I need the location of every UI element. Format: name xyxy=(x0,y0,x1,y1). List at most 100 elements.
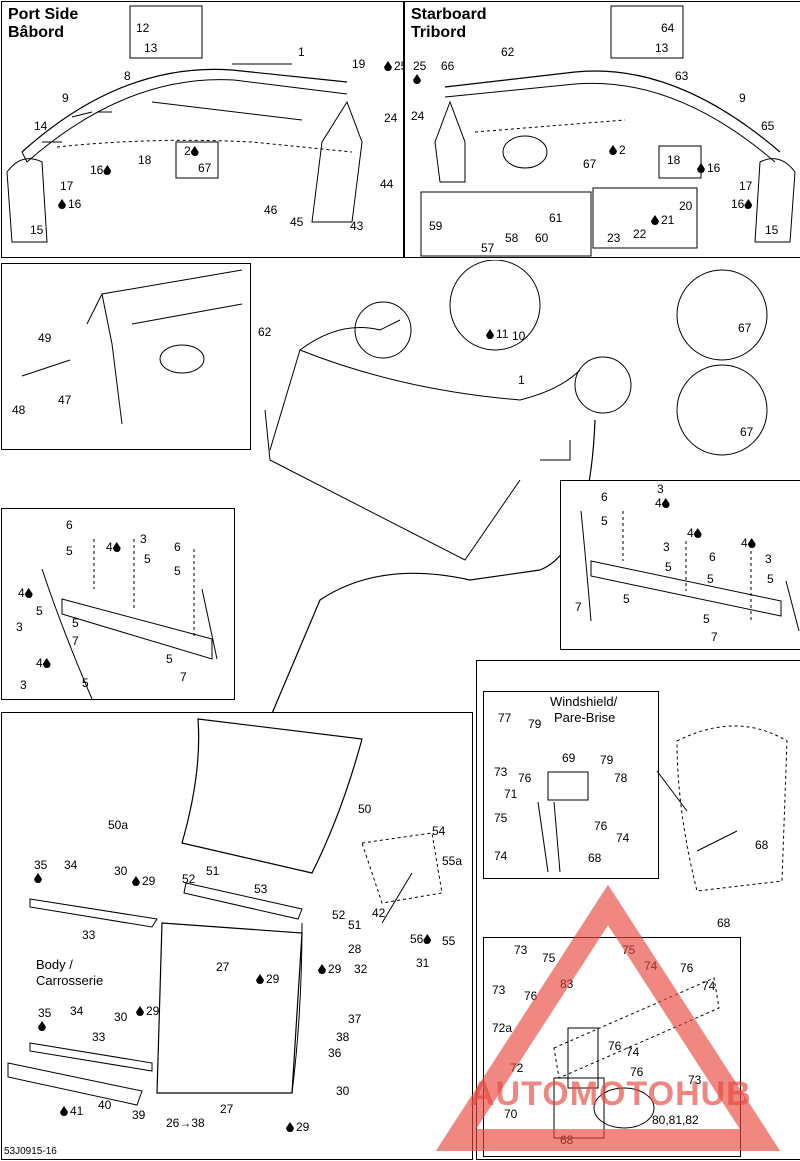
part-label: 6 xyxy=(601,490,608,504)
part-label: 21 xyxy=(651,214,674,227)
part-label: 12 xyxy=(136,21,150,35)
watermark-text: AUTOMOTOHUB xyxy=(470,1075,752,1113)
part-label: 29 xyxy=(256,973,279,986)
part-label: 72a xyxy=(492,1021,513,1035)
part-label: 6 xyxy=(66,518,73,532)
part-label: 16 xyxy=(58,198,81,211)
part-label: 4 xyxy=(18,587,35,600)
part-label: 25 xyxy=(413,60,426,86)
part-label: 64 xyxy=(661,21,675,35)
part-label: 19 xyxy=(352,57,366,71)
part-label: 15 xyxy=(30,223,44,237)
port-side-drawing xyxy=(6,5,363,243)
part-label: 30 xyxy=(336,1084,350,1098)
part-label: 57 xyxy=(481,241,495,255)
part-label: 4 xyxy=(687,527,704,540)
part-label: 41 xyxy=(60,1105,83,1118)
part-label: 23 xyxy=(607,231,621,245)
part-label: 29 xyxy=(318,963,341,976)
part-label: 3 xyxy=(663,540,670,554)
right-bracket-panel: 6 3 4 5 4 3 5 6 4 3 5 5 5 7 5 5 7 xyxy=(560,480,800,650)
part-label: 75 xyxy=(494,811,508,825)
part-label: 1 xyxy=(298,45,305,59)
part-label: 72 xyxy=(510,1061,524,1075)
part-label: 3 xyxy=(657,482,664,496)
part-label: 4 xyxy=(36,657,53,670)
part-label: 5 xyxy=(166,652,173,666)
part-label: 22 xyxy=(633,227,647,241)
part-label: 3 xyxy=(20,678,27,692)
part-label: 74 xyxy=(644,959,658,973)
door-drawing xyxy=(7,718,443,1106)
part-label: 37 xyxy=(348,1012,362,1026)
part-label: 6 xyxy=(709,550,716,564)
part-label: 42 xyxy=(372,906,386,920)
part-label: 62 xyxy=(501,45,515,59)
body-label-fr: Carrosserie xyxy=(36,973,104,988)
part-label: 34 xyxy=(64,858,78,872)
part-label: 5 xyxy=(82,676,89,690)
part-label: 5 xyxy=(665,560,672,574)
part-label: 68 xyxy=(755,838,769,852)
part-label: 24 xyxy=(384,111,398,125)
part-label: 55 xyxy=(442,934,456,948)
part-label: 49 xyxy=(38,331,52,345)
part-label: 45 xyxy=(290,215,304,229)
part-label: 79 xyxy=(600,753,614,767)
part-label: 4 xyxy=(655,497,672,510)
part-label: 54 xyxy=(432,824,446,838)
hinge-inset-title-fr: Pare-Brise xyxy=(554,710,616,725)
part-label: 38 xyxy=(336,1030,350,1044)
part-label: 2 xyxy=(609,144,626,157)
part-label: 13 xyxy=(655,41,669,55)
part-label: 35 xyxy=(38,1007,51,1033)
part-label: 68 xyxy=(560,1133,574,1147)
part-label: 74 xyxy=(616,831,630,845)
part-label: 11 xyxy=(486,328,508,341)
part-label: 25 xyxy=(384,60,403,73)
part-label: 69 xyxy=(562,751,576,765)
part-label: 5 xyxy=(623,592,630,606)
part-label: 6 xyxy=(174,540,181,554)
part-label: 79 xyxy=(528,717,542,731)
part-label: 73 xyxy=(492,983,506,997)
part-label: 26→38 xyxy=(166,1116,205,1130)
part-label: 10 xyxy=(512,329,526,343)
part-label: 27 xyxy=(216,960,230,974)
part-label: 52 xyxy=(332,908,346,922)
part-label: 16 xyxy=(697,162,720,175)
part-label: 36 xyxy=(328,1046,342,1060)
starboard-side-drawing xyxy=(420,5,796,257)
part-label: 7 xyxy=(711,630,718,644)
part-label: 30 xyxy=(114,864,128,878)
part-label: 39 xyxy=(132,1108,146,1122)
part-label: 73 xyxy=(514,943,528,957)
part-label: 53 xyxy=(254,882,268,896)
starboard-title-en: Starboard xyxy=(411,6,487,23)
part-label: 74 xyxy=(494,849,508,863)
part-label: 66 xyxy=(441,59,455,73)
right-bracket-drawing xyxy=(580,510,800,632)
starboard-side-panel: Starboard Tribord 25 66 62 64 13 63 9 24… xyxy=(404,1,800,258)
part-label: 16 xyxy=(90,164,113,177)
mount-drawing xyxy=(21,269,243,425)
part-label: 63 xyxy=(675,69,689,83)
port-side-panel: Port Side Bâbord 12 13 1 8 19 25 9 14 24… xyxy=(1,1,404,258)
part-label: 74 xyxy=(626,1045,640,1059)
part-label: 13 xyxy=(144,41,158,55)
part-label: 55a xyxy=(442,854,463,868)
hinge-inset: Windshield/ Pare-Brise 77 79 69 79 78 73… xyxy=(483,691,659,879)
part-label: 75 xyxy=(542,951,556,965)
part-label: 33 xyxy=(82,928,96,942)
part-label: 80,81,82 xyxy=(652,1113,699,1127)
part-label: 18 xyxy=(667,153,681,167)
part-label: 67 xyxy=(740,425,754,439)
part-label: 7 xyxy=(72,634,79,648)
part-label: 76 xyxy=(608,1039,622,1053)
mount-detail-panel: 49 47 48 xyxy=(1,263,251,450)
part-label: 5 xyxy=(72,616,79,630)
part-label: 62 xyxy=(258,325,272,339)
part-label: 1 xyxy=(518,373,525,387)
part-label: 59 xyxy=(429,219,443,233)
part-label: 75 xyxy=(622,943,636,957)
